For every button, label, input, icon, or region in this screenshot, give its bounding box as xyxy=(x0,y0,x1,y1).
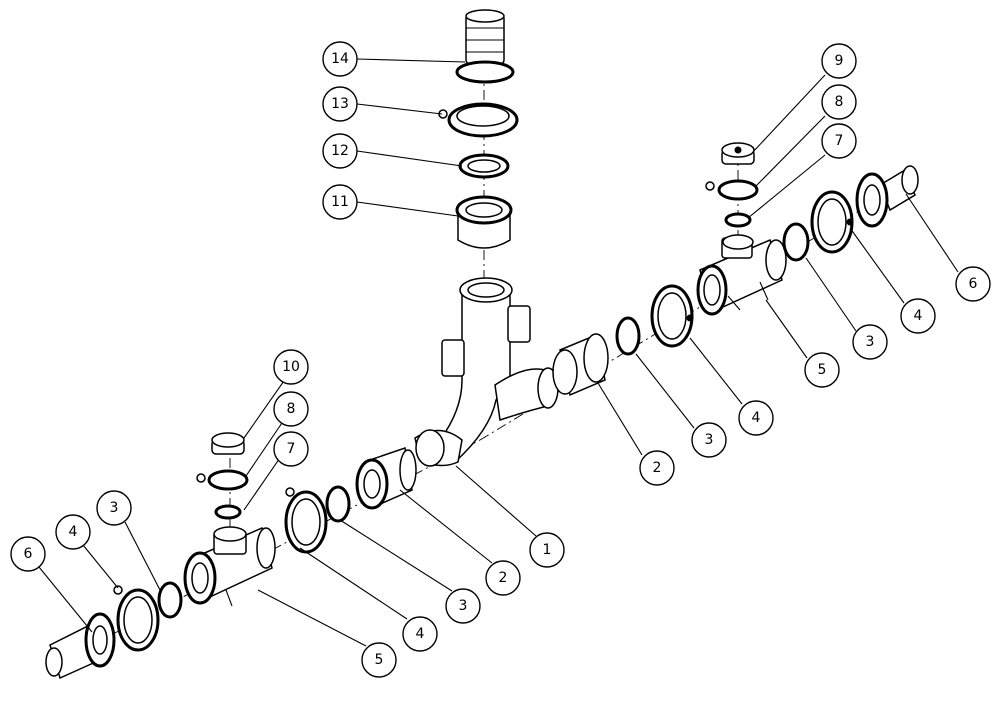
svg-text:8: 8 xyxy=(835,94,844,110)
callout-7-right: 7 xyxy=(821,123,857,159)
callout-6-left: 6 xyxy=(10,536,46,572)
svg-text:4: 4 xyxy=(914,308,923,324)
callout-5-left: 5 xyxy=(361,642,397,678)
callout-12: 12 xyxy=(322,133,358,169)
gasket-part-3-left-inner xyxy=(325,485,351,523)
gasket-part-7-left xyxy=(214,504,242,520)
hose-barb-part-6-left xyxy=(45,612,116,680)
callout-3-right-inner: 3 xyxy=(691,422,727,458)
clamp-part-8-left xyxy=(196,469,249,491)
callout-4-left-outer: 4 xyxy=(55,514,91,550)
tee-body-part-1 xyxy=(414,277,559,467)
cap-part-9 xyxy=(721,142,755,165)
tee-part-5-left xyxy=(183,526,276,607)
svg-text:4: 4 xyxy=(416,626,425,642)
adapter-part-2-right xyxy=(552,333,609,397)
clamp-part-4-left-outer xyxy=(113,585,160,652)
svg-text:9: 9 xyxy=(835,53,844,69)
callout-8-left: 8 xyxy=(273,391,309,427)
callout-9: 9 xyxy=(821,43,857,79)
callout-6-right: 6 xyxy=(955,266,991,302)
svg-text:7: 7 xyxy=(835,133,844,149)
callout-7-left: 7 xyxy=(273,431,309,467)
clamp-part-4-left-inner xyxy=(284,487,328,554)
clamp-part-4-right-inner xyxy=(650,284,694,348)
svg-text:11: 11 xyxy=(331,194,349,210)
leader-lines xyxy=(38,58,959,647)
svg-text:10: 10 xyxy=(282,359,300,375)
callout-3-left-inner: 3 xyxy=(445,588,481,624)
svg-text:12: 12 xyxy=(331,143,349,159)
callout-3-right-outer: 3 xyxy=(852,324,888,360)
svg-text:3: 3 xyxy=(705,432,714,448)
svg-text:2: 2 xyxy=(653,460,662,476)
callout-13: 13 xyxy=(322,86,358,122)
svg-text:6: 6 xyxy=(969,276,978,292)
svg-text:8: 8 xyxy=(287,401,296,417)
callout-14: 14 xyxy=(322,41,358,77)
hose-barb-part-14 xyxy=(455,9,515,84)
svg-text:4: 4 xyxy=(69,524,78,540)
clamp-part-8-right xyxy=(705,179,759,201)
cap-part-10 xyxy=(211,432,245,455)
callout-5-right: 5 xyxy=(804,352,840,388)
callout-4-right-outer: 4 xyxy=(900,298,936,334)
svg-text:5: 5 xyxy=(375,652,384,668)
svg-text:1: 1 xyxy=(543,542,552,558)
callout-1: 1 xyxy=(529,532,565,568)
flange-adapter-part-11 xyxy=(455,195,513,249)
svg-text:7: 7 xyxy=(287,441,296,457)
callout-2-left: 2 xyxy=(485,560,521,596)
callout-3-left-outer: 3 xyxy=(96,490,132,526)
svg-text:13: 13 xyxy=(331,96,349,112)
callout-4-left-inner: 4 xyxy=(402,616,438,652)
svg-text:6: 6 xyxy=(24,546,33,562)
callout-11: 11 xyxy=(322,184,358,220)
callout-4-right-inner: 4 xyxy=(738,400,774,436)
callout-10: 10 xyxy=(273,349,309,385)
hose-barb-part-6-right xyxy=(855,165,919,228)
svg-text:14: 14 xyxy=(331,51,349,67)
gasket-part-3-right-inner xyxy=(615,316,641,356)
callout-8-right: 8 xyxy=(821,84,857,120)
svg-text:5: 5 xyxy=(818,362,827,378)
gasket-part-12 xyxy=(458,153,510,179)
tee-part-5-right xyxy=(696,234,787,316)
svg-text:3: 3 xyxy=(459,598,468,614)
gasket-part-3-right-outer xyxy=(782,222,810,262)
svg-text:2: 2 xyxy=(499,570,508,586)
svg-text:3: 3 xyxy=(866,334,875,350)
adapter-part-2-left xyxy=(355,447,417,510)
svg-text:3: 3 xyxy=(110,500,119,516)
gasket-part-3-left-outer xyxy=(157,581,183,619)
clamp-ring-part-13 xyxy=(438,102,519,138)
svg-text:4: 4 xyxy=(752,410,761,426)
clamp-part-4-right-outer xyxy=(810,190,854,254)
callout-2-right: 2 xyxy=(639,450,675,486)
gasket-part-7-right xyxy=(724,212,752,228)
